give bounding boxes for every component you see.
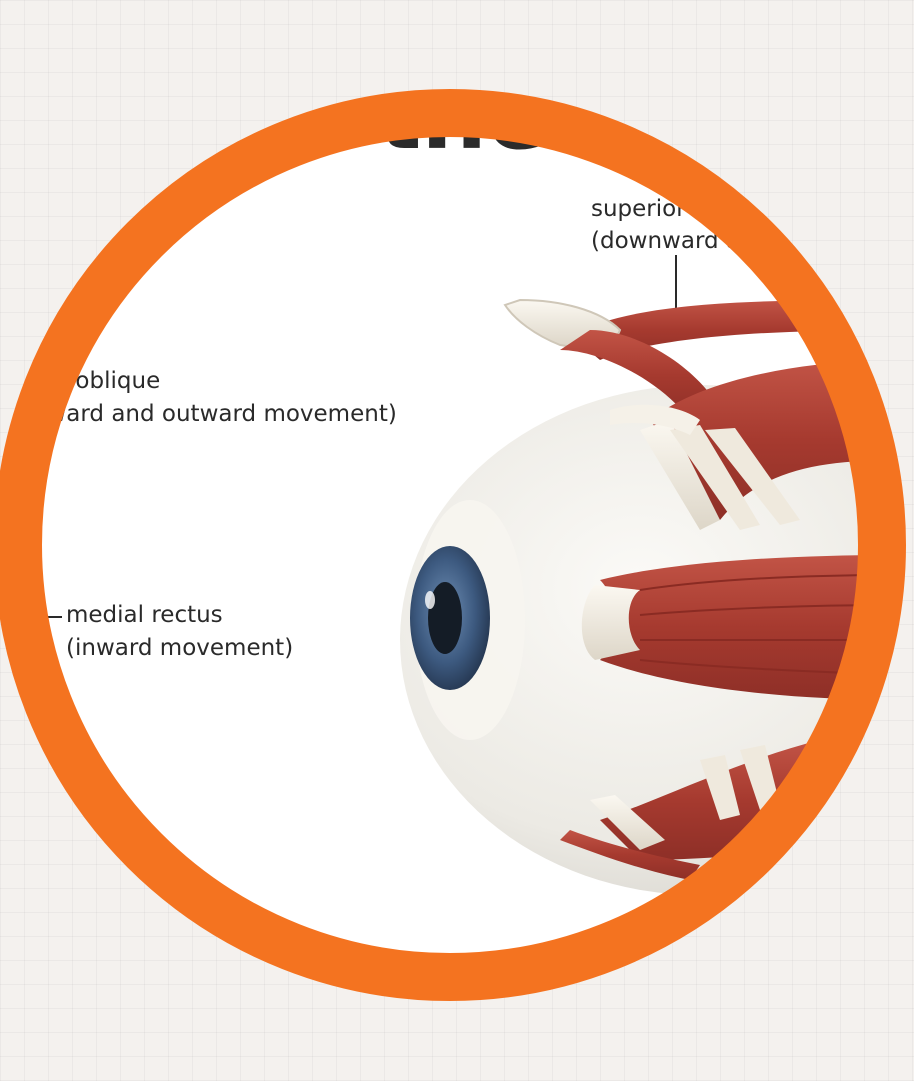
iris (410, 546, 490, 690)
iris-highlight (425, 591, 435, 609)
medial-rectus-desc: (inward movement) (66, 635, 293, 661)
medial-rectus-name: medial rectus (66, 602, 223, 628)
pupil (428, 582, 462, 654)
